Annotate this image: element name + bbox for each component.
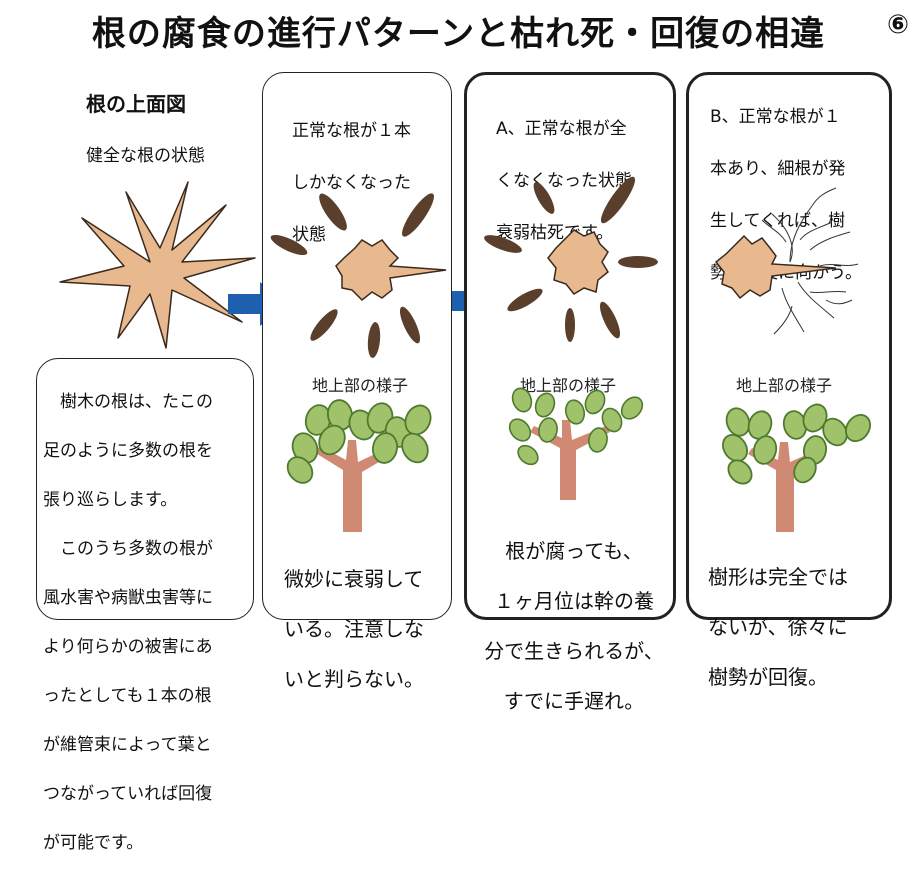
panel2-bottom-line: いる。注意しな — [284, 617, 424, 641]
panel3-top-line: くなくなった状態 — [496, 171, 632, 191]
panel1-line: が可能です。 — [43, 832, 144, 853]
panel1-subheading: 健全な根の状態 — [86, 146, 205, 166]
panel1-heading: 根の上面図 — [86, 92, 186, 116]
panel2-top-text: 正常な根が１本 しかなくなった 状態 — [292, 92, 411, 274]
panel3-ground-label: 地上部の様子 — [520, 376, 617, 395]
panel4-bottom-text: 樹形は完全では ないが、徐々に 樹勢が回復。 — [708, 540, 848, 715]
recovering-root-diagram — [714, 187, 859, 335]
panel3-bottom-line: １ヶ月位は幹の養 — [494, 589, 654, 613]
tree-icon — [722, 403, 871, 532]
page-title: 根の腐食の進行パターンと枯れ死・回復の相違 — [91, 14, 826, 54]
panel2-bottom-line: 微妙に衰弱して — [284, 567, 424, 591]
panel2-ground-label: 地上部の様子 — [312, 376, 409, 395]
panel1-line: 風水害や病獣虫害等に — [43, 587, 213, 608]
panel1-line: つながっていれば回復 — [43, 783, 213, 804]
panel4-top-line: 生してくれば、樹 — [710, 211, 845, 231]
panel4-bottom-line: ないが、徐々に — [708, 615, 848, 639]
panel3-no-root — [464, 72, 676, 620]
panel4-bottom-line: 樹形は完全では — [708, 565, 848, 589]
panel1-line: 張り巡らします。 — [43, 489, 178, 510]
panel4-recovery — [686, 72, 892, 620]
panel2-top-line: 正常な根が１本 — [292, 121, 411, 141]
panel2-top-line: 状態 — [292, 225, 326, 245]
panel1-line: このうち多数の根が — [43, 538, 213, 559]
panel3-top-line: A、正常な根が全 — [496, 119, 627, 139]
dead-root-diagram — [484, 176, 658, 342]
panel4-top-text: B、正常な根が１ 本あり、細根が発 生してくれば、樹 勢は回復に向かう。 — [710, 78, 862, 312]
panel1-line: より何らかの被害にあ — [43, 636, 213, 657]
panel1-line: 樹木の根は、たこの — [43, 391, 213, 412]
panel2-bottom-line: いと判らない。 — [284, 667, 424, 691]
panel3-bottom-line: 根が腐っても、 — [505, 539, 643, 563]
panel3-bottom-line: すでに手遅れ。 — [503, 689, 645, 713]
panel1-line: が維管束によって葉と — [43, 734, 212, 755]
one-root-diagram — [270, 193, 447, 358]
tree-icon — [286, 399, 432, 532]
page-number: ⑥ — [886, 10, 909, 40]
panel2-top-line: しかなくなった — [292, 173, 411, 193]
tree-icon — [508, 387, 644, 500]
panel4-top-line: B、正常な根が１ — [710, 107, 841, 127]
panel4-bottom-line: 樹勢が回復。 — [708, 665, 828, 689]
panel3-bottom-line: 分で生きられるが、 — [484, 639, 664, 663]
panel4-top-line: 本あり、細根が発 — [710, 159, 846, 179]
panel1-line: 足のように多数の根を — [43, 440, 213, 461]
panel4-ground-label: 地上部の様子 — [736, 376, 833, 395]
panel1-text-box: 樹木の根は、たこの 足のように多数の根を 張り巡らします。 このうち多数の根が … — [36, 358, 254, 853]
panel1-line: ったとしても１本の根 — [43, 685, 212, 706]
healthy-root-diagram — [59, 181, 256, 349]
